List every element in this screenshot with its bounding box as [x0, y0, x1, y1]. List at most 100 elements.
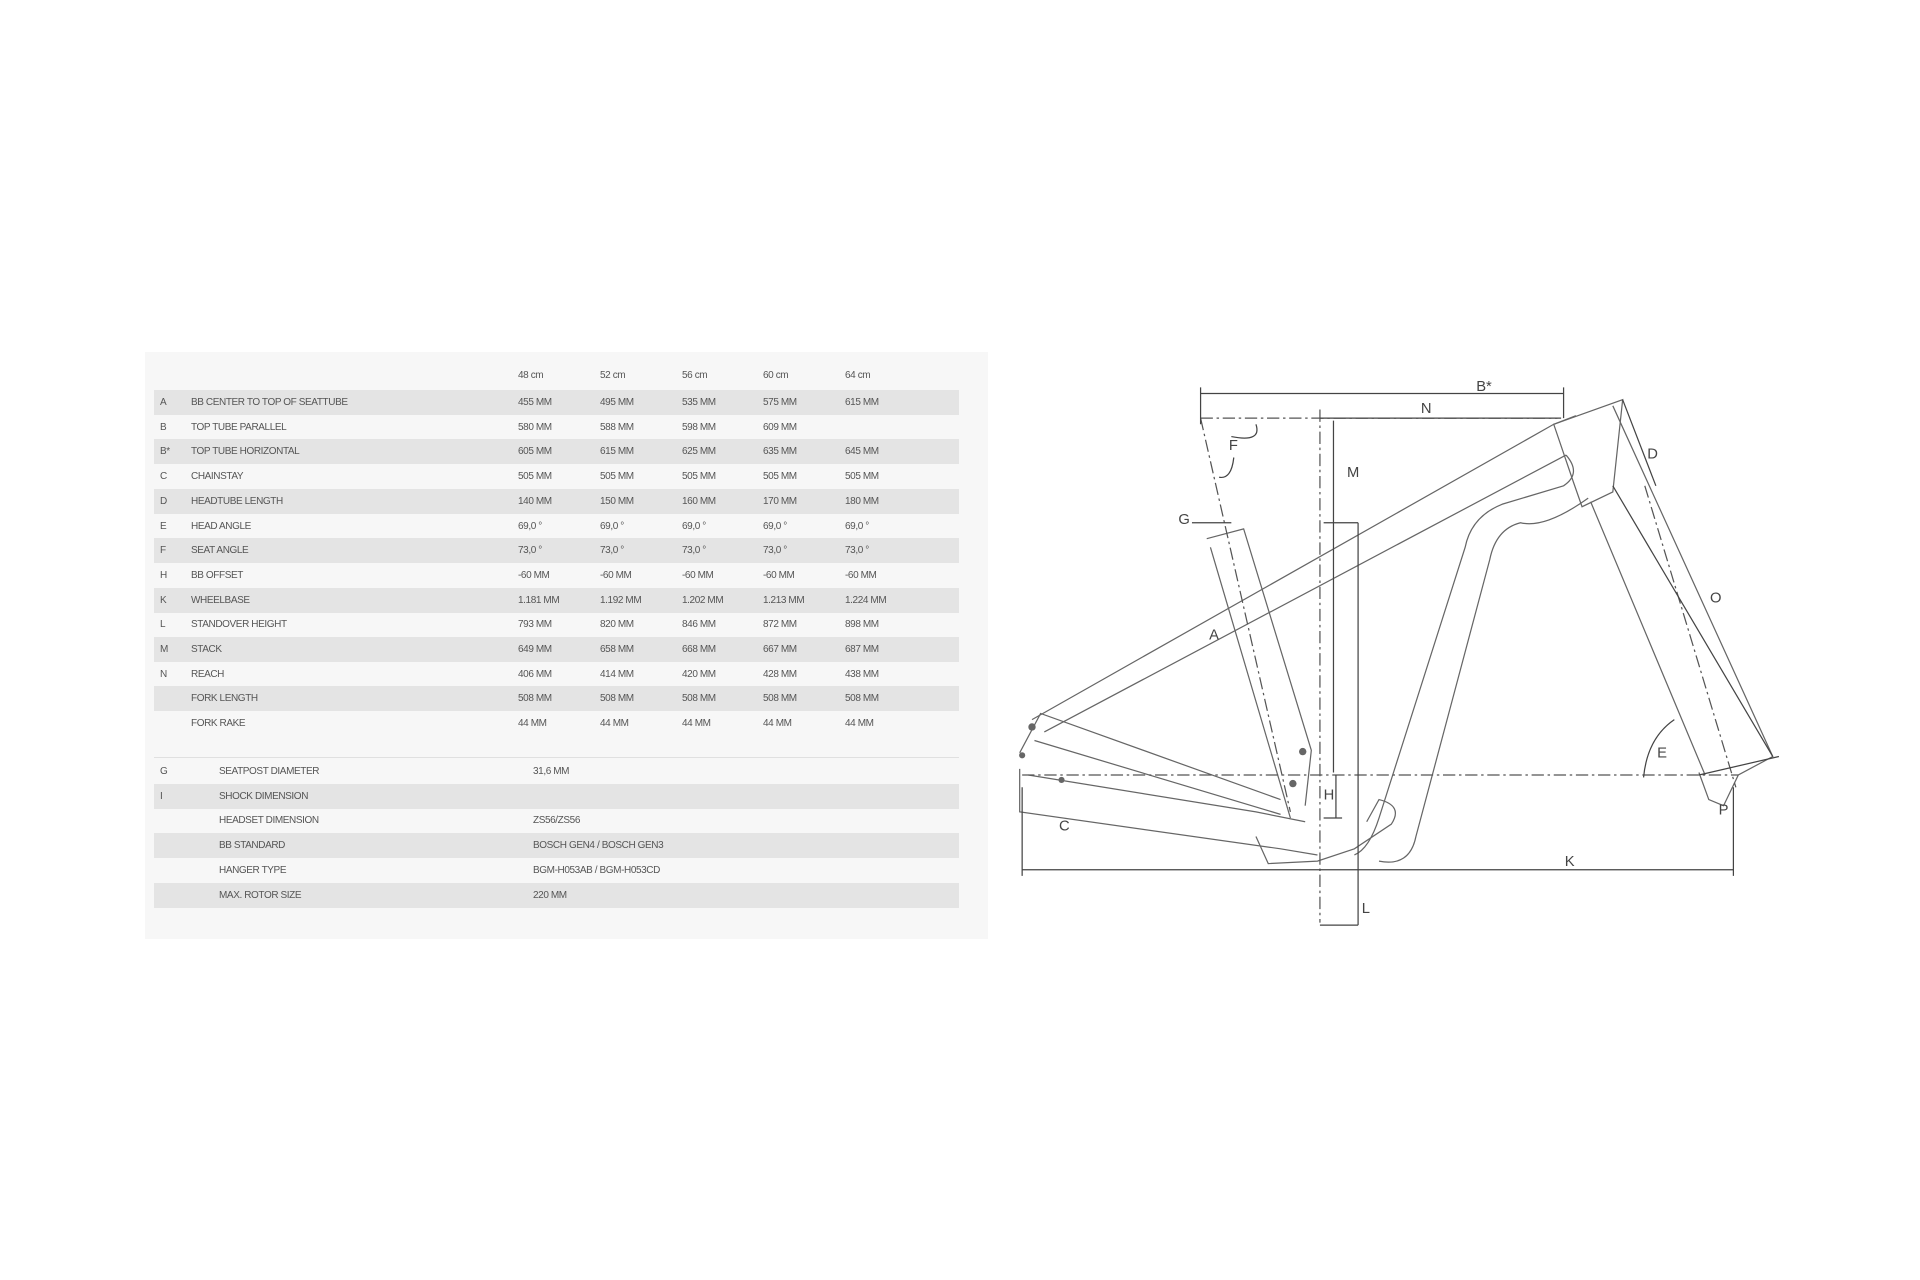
pivot-icon	[1289, 779, 1297, 788]
row-value: 649 MM	[518, 644, 552, 655]
row-value: 69,0 °	[845, 520, 869, 532]
row-value: 140 MM	[518, 495, 552, 507]
row-value: 605 MM	[518, 446, 552, 458]
size-52: 52 cm	[600, 370, 626, 381]
pivot-icon	[1058, 776, 1065, 783]
row-value: 505 MM	[518, 471, 552, 483]
row-code: E	[160, 520, 167, 532]
row-code: K	[160, 594, 167, 606]
row-value: 508 MM	[682, 693, 716, 705]
spec-name: HANGER TYPE	[219, 864, 287, 876]
row-name: BB CENTER TO TOP OF SEATTUBE	[191, 397, 348, 408]
label-k: K	[1565, 854, 1575, 870]
row-value: 44 MM	[682, 718, 711, 730]
row-name: BB OFFSET	[191, 569, 243, 581]
row-value: -60 MM	[518, 569, 550, 581]
row-code: D	[160, 495, 167, 507]
row-value: 69,0 °	[682, 520, 706, 532]
size-60: 60 cm	[763, 370, 789, 381]
row-code: A	[160, 397, 167, 408]
size-header: 48 cm 52 cm 56 cm 60 cm 64 cm	[145, 370, 988, 390]
row-value: 44 MM	[845, 718, 874, 730]
table-row: H BB OFFSET -60 MM -60 MM -60 MM -60 MM -60 MM	[154, 563, 959, 588]
head-tube	[1552, 398, 1624, 508]
spec-row: G SEATPOST DIAMETER 31,6 MM	[154, 759, 959, 784]
row-value: 69,0 °	[600, 520, 624, 532]
row-name: TOP TUBE PARALLEL	[191, 421, 287, 433]
row-name: STANDOVER HEIGHT	[191, 619, 287, 631]
row-value: 69,0 °	[763, 520, 787, 532]
row-value: 505 MM	[600, 471, 634, 483]
row-value: 588 MM	[600, 421, 634, 433]
row-value: 44 MM	[763, 718, 792, 730]
row-value: -60 MM	[600, 569, 632, 581]
row-code: L	[160, 619, 166, 631]
chainstay	[1019, 768, 1318, 856]
label-d: D	[1647, 447, 1658, 463]
bb-shell	[1255, 798, 1396, 865]
spec-code: I	[160, 790, 163, 802]
row-value: 508 MM	[845, 693, 879, 705]
label-b-star: B*	[1476, 379, 1492, 395]
row-value: 420 MM	[682, 668, 716, 680]
row-value: 615 MM	[845, 397, 879, 408]
row-code: C	[160, 471, 167, 483]
row-value: 872 MM	[763, 619, 797, 631]
size-56: 56 cm	[682, 370, 708, 381]
spec-value: BOSCH GEN4 / BOSCH GEN3	[533, 840, 664, 852]
row-value: 668 MM	[682, 644, 716, 655]
row-code: H	[160, 569, 167, 581]
label-e: E	[1657, 746, 1667, 762]
top-tube	[1031, 415, 1577, 733]
geometry-table: 48 cm 52 cm 56 cm 60 cm 64 cm A BB CENTER…	[145, 352, 988, 939]
spec-value: 31,6 MM	[533, 766, 570, 777]
size-64: 64 cm	[845, 370, 871, 381]
pivot-icon	[1299, 747, 1307, 756]
row-value: 658 MM	[600, 644, 634, 655]
row-value: 505 MM	[763, 471, 797, 483]
row-code: M	[160, 644, 168, 655]
row-value: 428 MM	[763, 668, 797, 680]
row-value: 73,0 °	[845, 545, 869, 557]
spec-name: BB STANDARD	[219, 840, 285, 852]
row-name: REACH	[191, 668, 225, 680]
size-48: 48 cm	[518, 370, 544, 381]
row-value: 667 MM	[763, 644, 797, 655]
row-name: STACK	[191, 644, 222, 655]
row-value: 1.202 MM	[682, 594, 724, 606]
label-f: F	[1229, 438, 1238, 454]
row-value: 645 MM	[845, 446, 879, 458]
spec-code: G	[160, 766, 168, 777]
spec-row: BB STANDARD BOSCH GEN4 / BOSCH GEN3	[154, 833, 959, 859]
label-o: O	[1710, 591, 1721, 607]
row-value: 44 MM	[600, 718, 629, 730]
row-value: 180 MM	[845, 495, 879, 507]
row-value: 73,0 °	[518, 545, 542, 557]
row-value: 508 MM	[763, 693, 797, 705]
fork	[1590, 405, 1774, 807]
row-name: SEAT ANGLE	[191, 545, 249, 557]
row-value: 406 MM	[518, 668, 552, 680]
row-code: F	[160, 545, 166, 557]
row-value: -60 MM	[845, 569, 877, 581]
label-m: M	[1347, 465, 1359, 481]
row-value: 73,0 °	[600, 545, 624, 557]
row-value: 505 MM	[845, 471, 879, 483]
row-value: -60 MM	[682, 569, 714, 581]
row-value: 438 MM	[845, 668, 879, 680]
row-name: HEADTUBE LENGTH	[191, 495, 283, 507]
spec-name: SEATPOST DIAMETER	[219, 766, 320, 777]
row-value: -60 MM	[763, 569, 795, 581]
label-l: L	[1362, 901, 1370, 917]
row-value: 160 MM	[682, 495, 716, 507]
